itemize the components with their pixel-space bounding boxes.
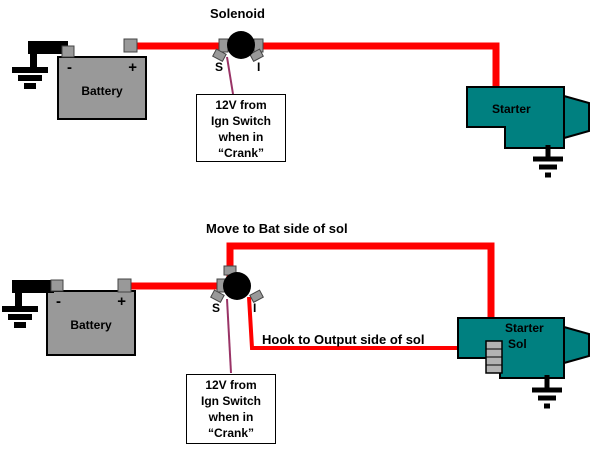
starter-label: Starter: [505, 321, 544, 335]
starter-sol-label: Sol: [508, 337, 527, 351]
ignition-note-line: 12V from: [205, 378, 257, 392]
wire-hook-to-output-side: [247, 296, 490, 350]
note-hook-to-output-side: Hook to Output side of sol: [262, 332, 425, 347]
ignition-note-line: 12V from: [215, 98, 267, 112]
battery-top: - + Battery: [57, 56, 147, 120]
connector-nub: [117, 278, 132, 293]
starter-nose: [563, 94, 590, 140]
solenoid-body: [223, 272, 251, 300]
terminal-i-label: I: [253, 301, 257, 315]
solenoid-s-terminal: [210, 289, 225, 304]
ignition-note-line: “Crank”: [207, 426, 254, 440]
solenoid-body: [227, 31, 255, 59]
power-wire-moved-to-bat-side: [226, 242, 495, 330]
battery-negative-terminal-label: -: [67, 59, 72, 76]
ignition-note-line: “Crank”: [217, 146, 264, 160]
battery-positive-terminal-label: +: [128, 59, 137, 76]
starter-nose: [563, 325, 590, 365]
top-circuit: [12, 31, 590, 178]
bottom-circuit: [2, 242, 590, 409]
ignition-note-line: when in: [218, 130, 264, 144]
solenoid-s-terminal: [212, 48, 227, 63]
terminal-s-label: S: [212, 301, 221, 315]
connector-nub: [218, 38, 229, 53]
solenoid-title: Solenoid: [210, 6, 265, 21]
solenoid-i-terminal: [249, 48, 264, 63]
battery-label: Battery: [70, 318, 112, 332]
ignition-wire: [226, 56, 234, 95]
battery-label: Battery: [81, 84, 123, 98]
ignition-switch-note-bottom: 12V from Ign Switch when in “Crank”: [186, 374, 276, 444]
connector-nub: [123, 38, 138, 53]
starter-body: [457, 317, 565, 379]
ground-strap: [12, 280, 54, 293]
ground-lead: [30, 52, 37, 70]
battery-bottom: - + Battery: [46, 290, 136, 356]
power-wire-battery-to-starter: [133, 42, 500, 100]
battery-positive-terminal-label: +: [117, 293, 126, 310]
ignition-switch-note-top: 12V from Ign Switch when in “Crank”: [196, 94, 286, 162]
ground-lead: [15, 291, 22, 309]
ignition-note-line: when in: [208, 410, 254, 424]
battery-negative-terminal-label: -: [56, 293, 61, 310]
ignition-note-line: Ign Switch: [201, 394, 261, 408]
starter-body: [466, 86, 565, 149]
starter-label: Starter: [492, 102, 531, 116]
ignition-note-line: Ign Switch: [211, 114, 271, 128]
terminal-s-label: S: [215, 60, 224, 74]
connector-nub: [61, 45, 75, 58]
terminal-i-label: I: [257, 60, 261, 74]
note-move-to-bat-side: Move to Bat side of sol: [206, 221, 348, 236]
connector-nub: [50, 279, 64, 292]
ground-strap: [28, 41, 68, 54]
solenoid-i-terminal: [249, 289, 264, 304]
ignition-wire: [226, 298, 232, 374]
